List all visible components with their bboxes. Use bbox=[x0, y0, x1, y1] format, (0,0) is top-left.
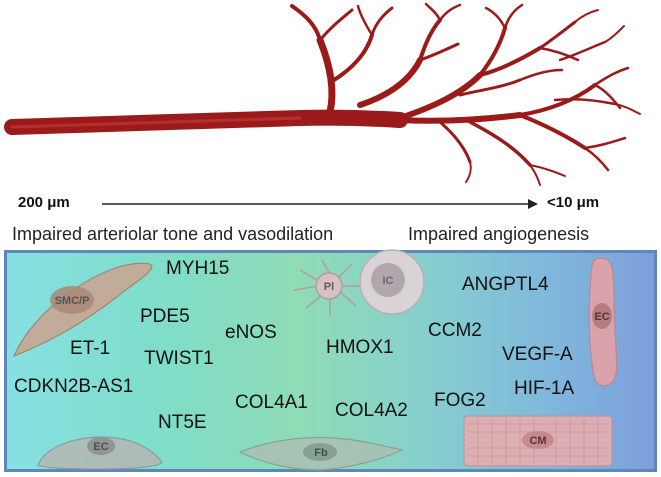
header-angiogenesis: Impaired angiogenesis bbox=[408, 224, 590, 244]
fibroblast-cell bbox=[238, 436, 404, 471]
pericyte-cell bbox=[293, 259, 362, 316]
gene-myh15: MYH15 bbox=[166, 258, 230, 279]
ec-bottom-label: EC bbox=[93, 441, 108, 453]
smc-cell: SMC/P bbox=[12, 262, 153, 358]
gene-hif-1a: HIF-1A bbox=[514, 378, 575, 399]
gene-angptl4: ANGPTL4 bbox=[462, 274, 549, 295]
ec-right-label: EC bbox=[594, 311, 609, 323]
gene-twist1: TWIST1 bbox=[144, 348, 214, 369]
header-arteriolar-tone: Impaired arteriolar tone and vasodilatio… bbox=[12, 224, 334, 244]
immune-cell bbox=[359, 249, 425, 315]
gene-col4a2: COL4A2 bbox=[335, 400, 408, 421]
scale-label-left: 200 μm bbox=[18, 194, 70, 211]
gene-ccm2: CCM2 bbox=[428, 320, 482, 341]
pericyte-label: Pl bbox=[324, 281, 334, 293]
endothelial-cell-right bbox=[588, 257, 618, 387]
gene-col4a1: COL4A1 bbox=[235, 392, 308, 413]
gene-et1: ET-1 bbox=[70, 338, 111, 359]
gene-hmox1: HMOX1 bbox=[326, 337, 394, 358]
cardiomyocyte-cell bbox=[463, 415, 613, 467]
gene-vegf-a: VEGF-A bbox=[502, 344, 573, 365]
endothelial-cell-bottom bbox=[37, 436, 163, 470]
gene-fog2: FOG2 bbox=[434, 390, 486, 411]
gene-pde5: PDE5 bbox=[140, 306, 190, 327]
immune-cell-label: IC bbox=[383, 275, 394, 287]
fibroblast-label: Fb bbox=[314, 447, 328, 459]
cardiomyocyte-label: CM bbox=[529, 435, 546, 447]
gene-nt5e: NT5E bbox=[158, 412, 207, 433]
scale-label-right: <10 μm bbox=[547, 194, 600, 211]
gene-cdkn2b-as1: CDKN2B-AS1 bbox=[14, 376, 134, 397]
gene-enos: eNOS bbox=[225, 322, 277, 343]
blood-vessel-illustration bbox=[4, 2, 641, 186]
smc-label: SMC/P bbox=[55, 295, 90, 307]
scale-arrow bbox=[102, 199, 538, 209]
